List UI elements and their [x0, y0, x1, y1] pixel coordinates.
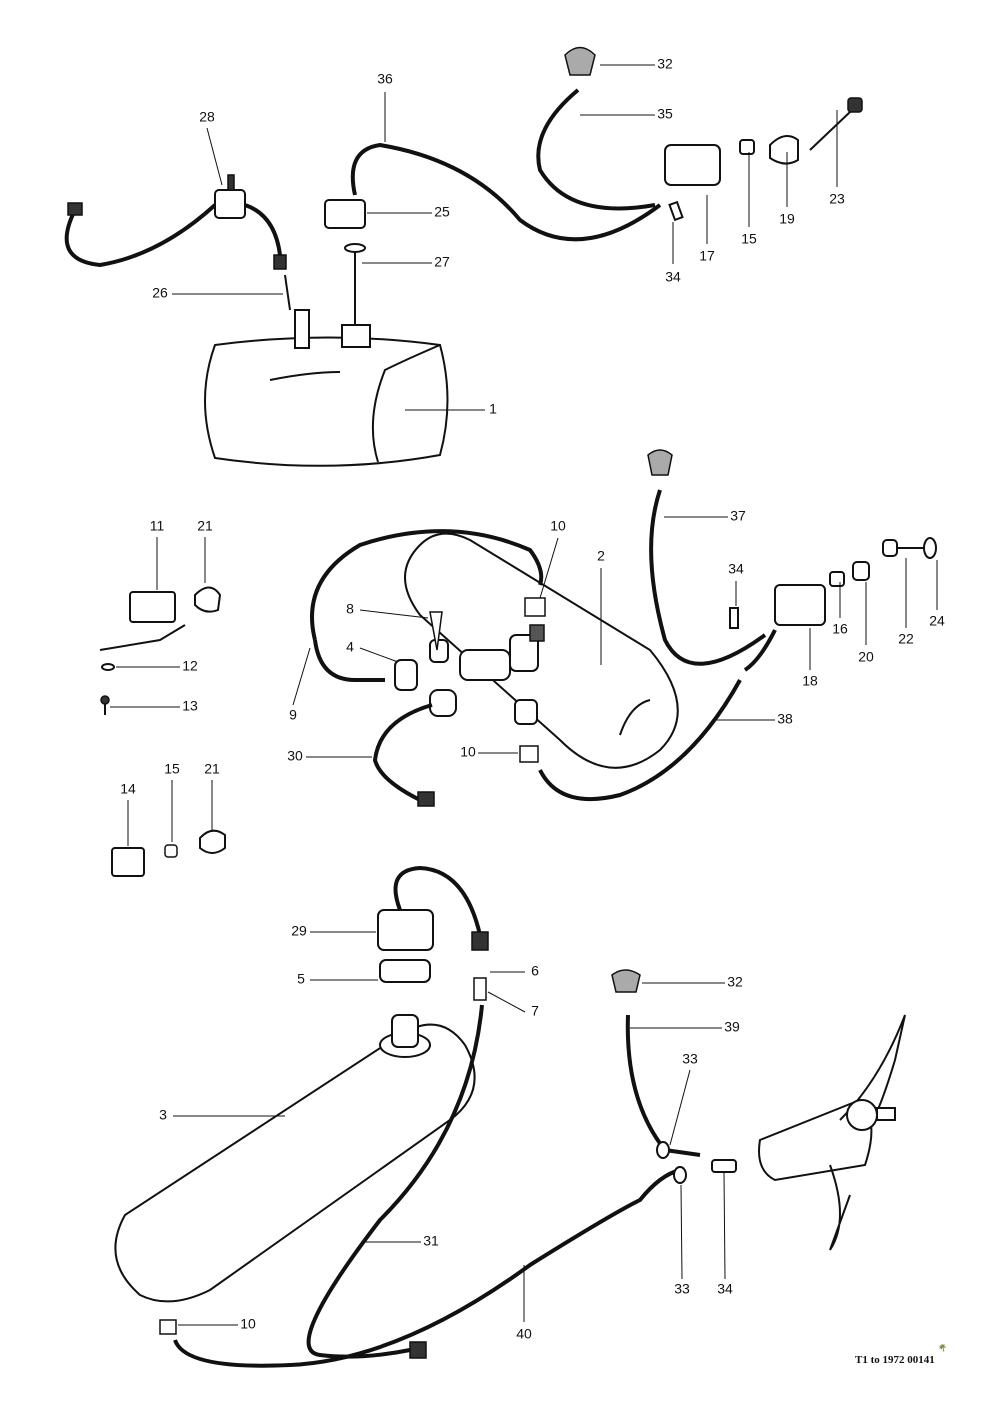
part-number-label: 7 [531, 1003, 539, 1019]
part-number-label: 33 [674, 1281, 690, 1297]
part-number-label: 35 [657, 106, 673, 122]
leader-line [669, 1069, 691, 1146]
part-number-label: 40 [516, 1326, 532, 1342]
part-number-label: 1 [489, 401, 497, 417]
reservoir-bag-3 [114, 865, 681, 1368]
part-number-label: 23 [829, 191, 845, 207]
part-number-label: 10 [460, 744, 476, 760]
part-number-label: 15 [741, 231, 757, 247]
part-number-label: 4 [346, 639, 354, 655]
leader-line [359, 609, 429, 619]
part-number-label: 38 [777, 711, 793, 727]
part-number-label: 25 [434, 204, 450, 220]
part-number-label: 37 [730, 508, 746, 524]
part-number-label: 20 [858, 649, 874, 665]
part-number-label: 34 [665, 269, 681, 285]
watermark-logo: 🌴 [938, 1345, 947, 1352]
part-number-label: 10 [550, 518, 566, 534]
part-number-label: 12 [182, 658, 198, 674]
part-number-label: 34 [717, 1281, 733, 1297]
leader-line [680, 1184, 683, 1280]
part-number-label: 27 [434, 254, 450, 270]
part-number-label: 11 [150, 518, 165, 534]
part-number-label: 33 [682, 1051, 698, 1067]
part-number-label: 14 [120, 781, 136, 797]
reservoir-2 [310, 529, 679, 807]
part-number-label: 5 [297, 971, 305, 987]
cap-25-and-strainer-27 [324, 199, 366, 325]
part-number-label: 28 [199, 109, 215, 125]
part-number-label: 32 [657, 56, 673, 72]
callout-leader-lines [110, 64, 938, 1326]
part-number-label: 21 [197, 518, 213, 534]
part-number-label: 2 [597, 548, 605, 564]
diagram-caption: T1 to 1972 00141 [855, 1354, 935, 1366]
reservoir-tank-1 [204, 309, 449, 467]
part-number-label: 22 [898, 631, 914, 647]
part-number-label: 15 [164, 761, 180, 777]
part-number-label: 3 [159, 1107, 167, 1123]
part-number-label: 10 [240, 1316, 256, 1332]
part-number-label: 24 [929, 613, 945, 629]
part-number-label: 30 [287, 748, 303, 764]
part-number-label: 36 [377, 71, 393, 87]
leader-line [723, 1172, 726, 1280]
part-number-label: 17 [699, 248, 715, 264]
part-number-label: 19 [779, 211, 795, 227]
part-number-label: 21 [204, 761, 220, 777]
leader-line [359, 647, 399, 663]
leader-line [206, 127, 223, 186]
leader-line [292, 647, 311, 706]
part-number-label: 16 [832, 621, 848, 637]
part-number-label: 18 [802, 673, 818, 689]
part-number-label: 8 [346, 601, 354, 617]
part-number-label: 29 [291, 923, 307, 939]
part-number-label: 32 [727, 974, 743, 990]
part-number-label: 39 [724, 1019, 740, 1035]
part-number-label: 31 [423, 1233, 439, 1249]
leader-line [539, 537, 559, 599]
part-number-label: 34 [728, 561, 744, 577]
leader-line [487, 991, 526, 1013]
part-number-label: 9 [289, 707, 297, 723]
wiper-motor-assembly [758, 1014, 906, 1251]
part-number-label: 6 [531, 963, 539, 979]
part-number-label: 13 [182, 698, 198, 714]
part-number-label: 26 [152, 285, 168, 301]
